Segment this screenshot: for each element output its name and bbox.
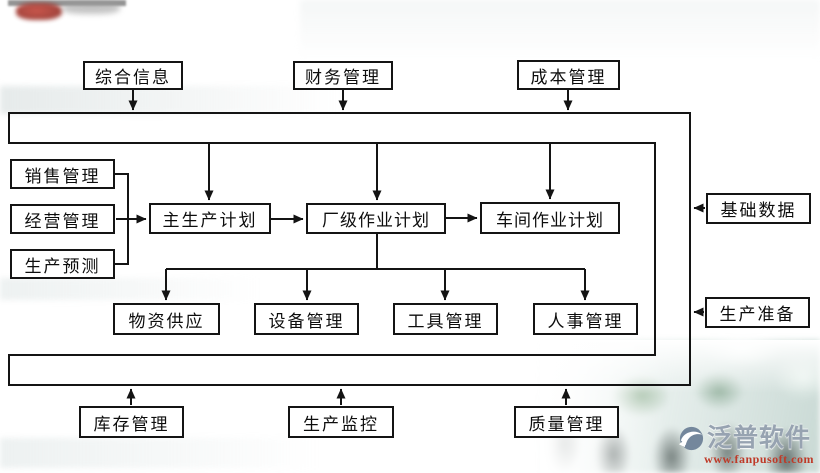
node-factory-operation-plan: 厂级作业计划	[306, 203, 446, 234]
node-inventory-mgmt: 库存管理	[79, 406, 184, 438]
node-equipment-mgmt: 设备管理	[254, 303, 359, 335]
node-production-monitoring: 生产监控	[288, 406, 394, 438]
node-operations-mgmt: 经营管理	[10, 204, 115, 234]
node-sales-mgmt: 销售管理	[10, 159, 115, 189]
topleft-image-fragment	[16, 3, 62, 20]
node-basic-data: 基础数据	[706, 193, 811, 224]
brand-url: www.fanpusoft.com	[704, 452, 814, 466]
node-master-production-plan: 主生产计划	[149, 203, 271, 234]
brand-logo: 泛普软件 www.fanpusoft.com	[678, 425, 814, 465]
node-workshop-operation-plan: 车间作业计划	[480, 202, 620, 234]
node-production-prep: 生产准备	[705, 297, 810, 328]
node-comprehensive-info: 综合信息	[83, 61, 183, 90]
node-quality-mgmt: 质量管理	[514, 406, 619, 438]
brand-name: 泛普软件	[707, 425, 812, 452]
fanpu-logo-icon	[678, 426, 704, 451]
node-material-supply: 物资供应	[113, 303, 220, 335]
node-cost-mgmt: 成本管理	[517, 60, 620, 90]
node-personnel-mgmt: 人事管理	[533, 303, 638, 335]
node-financial-mgmt: 财务管理	[293, 61, 393, 90]
node-tool-mgmt: 工具管理	[393, 303, 498, 335]
node-production-forecast: 生产预测	[10, 249, 115, 279]
bus-loop	[8, 112, 691, 386]
topleft-image-fragment	[62, 2, 120, 14]
